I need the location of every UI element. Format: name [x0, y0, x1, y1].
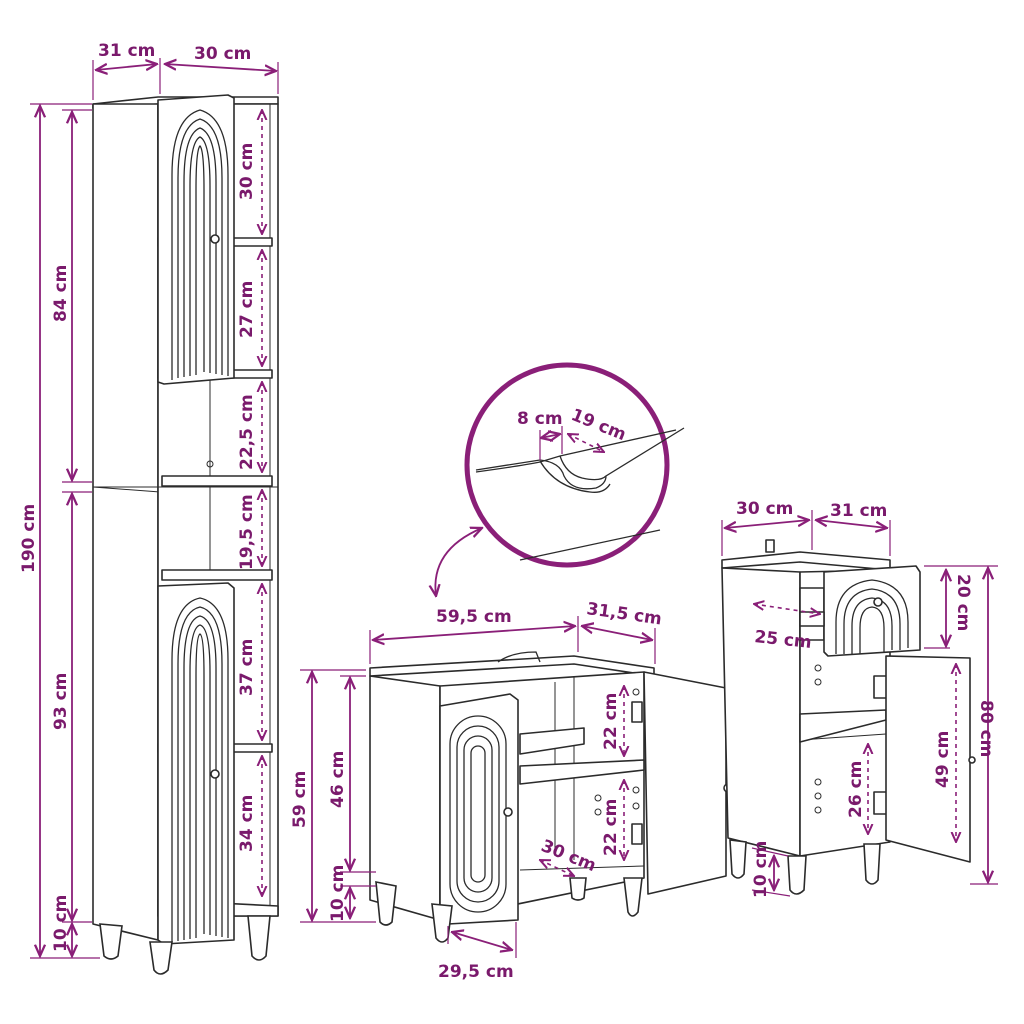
small-leg-height-label: 10 cm: [751, 841, 771, 898]
sink-leg-height-label: 10 cm: [328, 865, 348, 922]
small-width-label: 30 cm: [736, 499, 793, 519]
tall-shelf-2-label: 27 cm: [237, 281, 257, 338]
lower-door-knob: [210, 769, 220, 779]
sink-leg-4: [623, 877, 643, 917]
small-drawer-height-label: 20 cm: [953, 574, 973, 631]
sink-right-door: [643, 671, 727, 895]
sink-cabinet-top: [369, 655, 655, 677]
sink-cabinet: [369, 651, 733, 943]
small-cabinet: [721, 539, 976, 895]
tall-depth-label: 31 cm: [98, 41, 155, 61]
upper-door-arch-pattern: [171, 109, 229, 380]
small-drawer: [823, 565, 921, 657]
small-leg-1: [729, 839, 747, 879]
zoom-circle: [464, 362, 670, 568]
small-leg-3: [863, 843, 881, 885]
lower-door-arch-pattern: [171, 597, 229, 942]
sink-shelf-lower-label: 22 cm: [601, 799, 621, 856]
tall-shelf-5-label: 37 cm: [237, 639, 257, 696]
small-door: [885, 655, 971, 863]
upper-door-knob: [210, 234, 220, 244]
sink-body-height-label: 46 cm: [328, 751, 348, 808]
drawer-arch-pattern: [835, 579, 909, 654]
tall-shelf-3-label: 22,5 cm: [237, 394, 257, 470]
tall-leg-3: [247, 915, 271, 961]
zoom-pointer-arrow: [435, 528, 482, 596]
zoom-detail: 8 cm 19 cm: [435, 362, 685, 596]
tall-width-label: 30 cm: [194, 44, 251, 64]
small-cabinet-top: [721, 551, 891, 571]
tall-leg-2: [149, 941, 173, 975]
sink-door-width-label: 29,5 cm: [438, 962, 514, 982]
small-door-height-label: 49 cm: [933, 731, 953, 788]
tall-cabinet-side: [92, 103, 159, 941]
sink-width-label: 59,5 cm: [436, 607, 512, 627]
tall-shelf-4-label: 19,5 cm: [237, 494, 257, 570]
sink-leg-3: [569, 877, 587, 901]
tall-total-height-label: 190 cm: [19, 504, 39, 573]
small-depth-label: 31 cm: [830, 501, 887, 521]
notch-width-label: 8 cm: [517, 409, 563, 429]
small-leg-2: [787, 855, 807, 895]
sink-depth-label: 31,5 cm: [585, 599, 663, 629]
tall-leg-1: [99, 923, 123, 960]
sink-total-height-label: 59 cm: [290, 771, 310, 828]
sink-leg-2: [431, 903, 453, 943]
tall-leg-height-label: 10 cm: [51, 895, 71, 952]
tall-shelf-6-label: 34 cm: [237, 795, 257, 852]
sink-shelf-upper-label: 22 cm: [601, 693, 621, 750]
small-cabinet-side: [721, 567, 801, 857]
tall-shelf-1-label: 30 cm: [237, 143, 257, 200]
tall-lower-height-label: 93 cm: [51, 673, 71, 730]
small-total-height-label: 80 cm: [976, 700, 996, 757]
sink-leg-1: [375, 881, 397, 926]
small-shelf-height-label: 26 cm: [846, 761, 866, 818]
tall-cabinet-dimensions: 31 cm 30 cm 190 cm 84 cm 93 cm 10 cm 30 …: [19, 41, 279, 959]
tall-upper-height-label: 84 cm: [51, 265, 71, 322]
